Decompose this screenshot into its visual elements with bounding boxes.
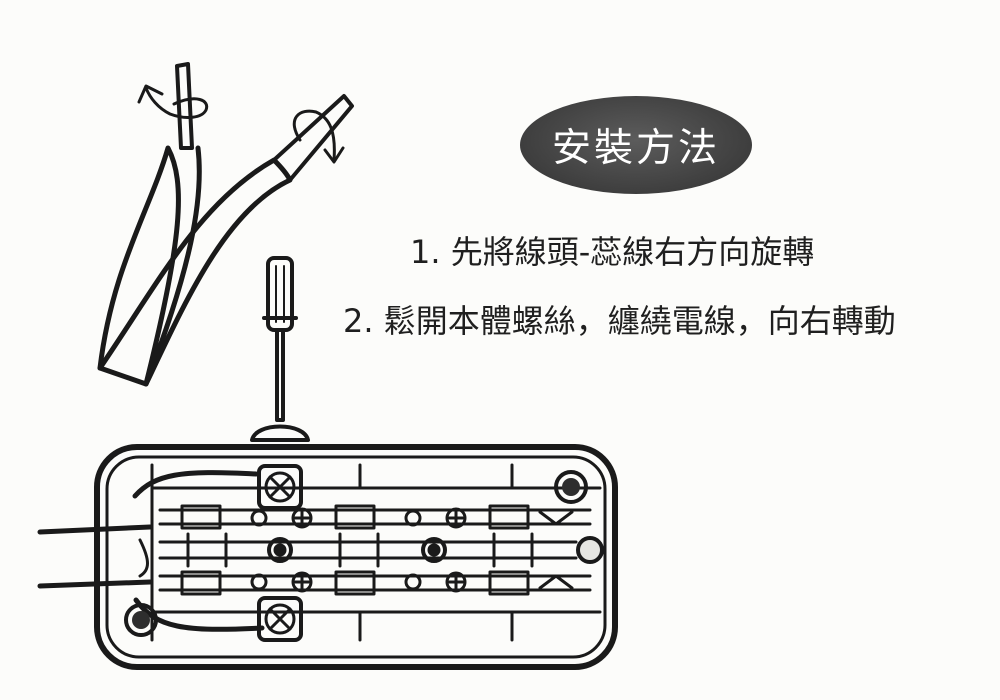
plug-body <box>37 444 618 670</box>
screw-icon <box>445 507 467 529</box>
cable-illustration <box>97 62 354 387</box>
right-core <box>97 157 293 387</box>
twist-arrow-icon <box>144 86 209 119</box>
step-text: 先將線頭-蕊線右方向旋轉 <box>450 233 815 271</box>
right-conductor <box>272 94 354 182</box>
screw-icon <box>257 596 303 642</box>
twist-arrow-icon <box>292 109 336 162</box>
screw-icon <box>291 507 313 529</box>
screw-icon <box>250 424 310 442</box>
left-core <box>97 145 202 387</box>
screw-icon <box>257 464 303 510</box>
page-title: 安裝方法 <box>551 126 720 171</box>
step-text: 鬆開本體螺絲，纏繞電線，向右轉動 <box>383 302 896 340</box>
screwdriver-icon <box>250 256 310 442</box>
step-number: 1. <box>410 233 441 271</box>
title-badge: 安裝方法 <box>520 96 752 194</box>
left-conductor <box>175 62 194 150</box>
step-item: 1. 先將線頭-蕊線右方向旋轉 <box>410 232 814 272</box>
screw-icon <box>445 571 467 593</box>
step-number: 2. <box>343 302 374 340</box>
step-item: 2. 鬆開本體螺絲，纏繞電線，向右轉動 <box>343 301 896 341</box>
screw-icon <box>291 571 313 593</box>
